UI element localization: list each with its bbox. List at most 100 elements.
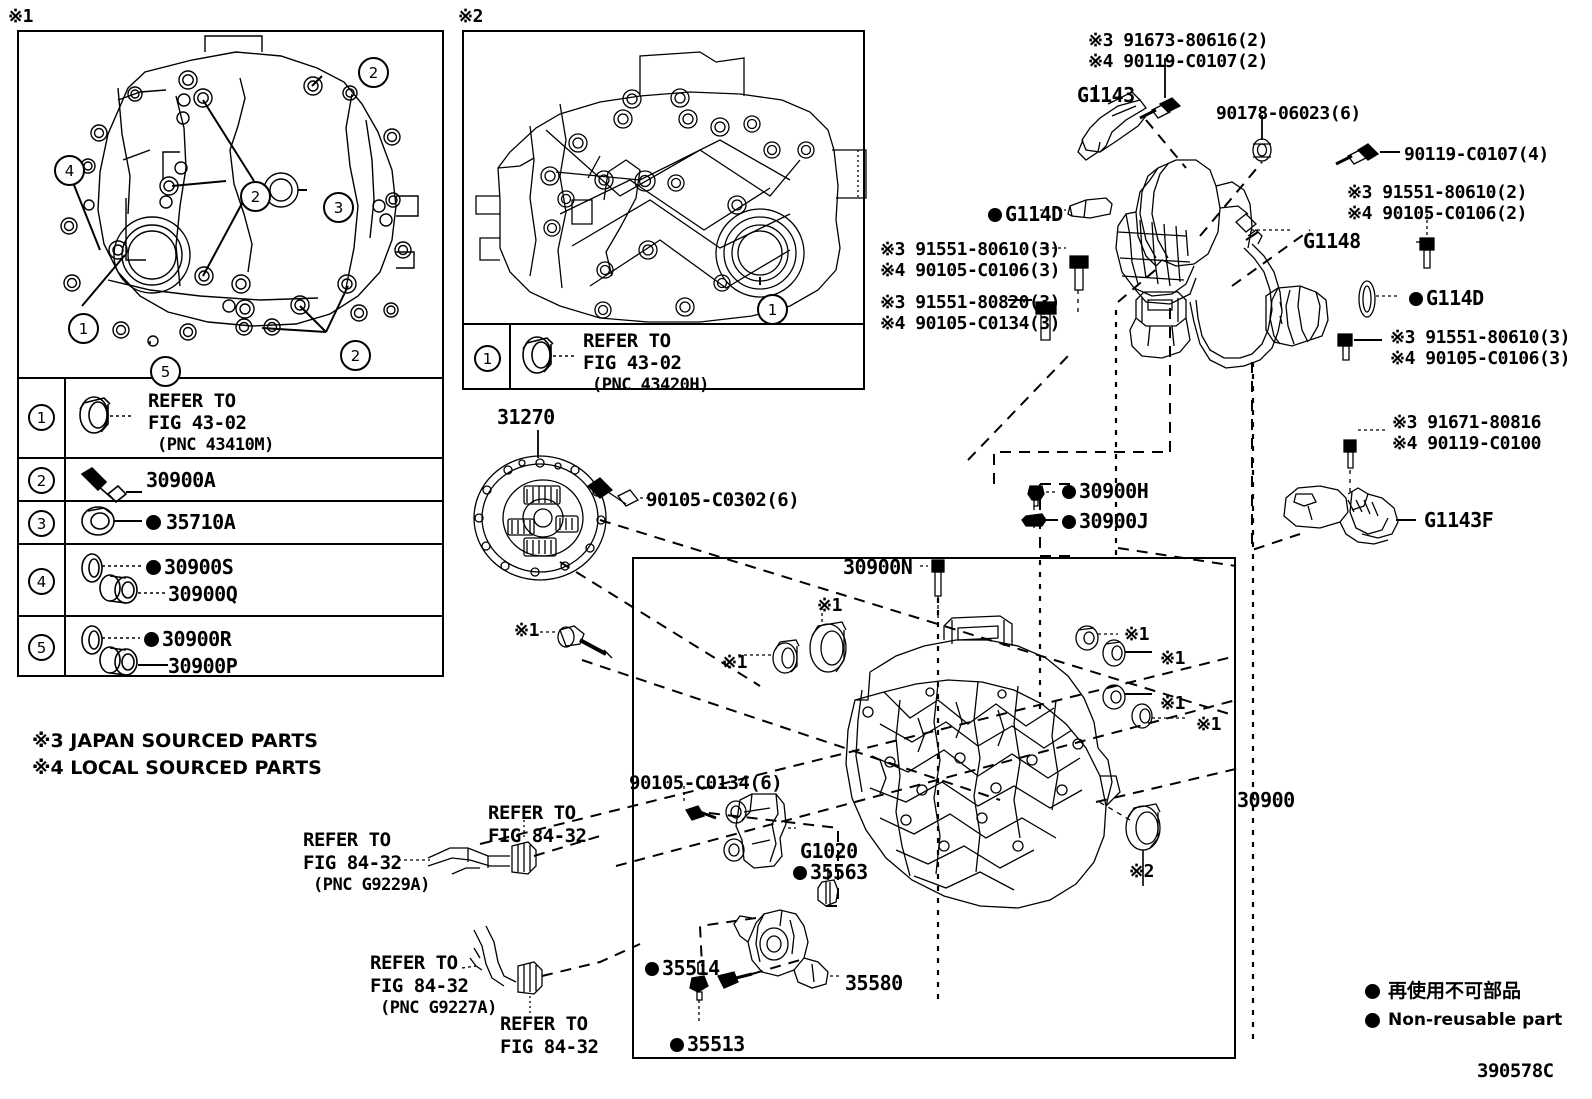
legend-text-4b: 30900Q bbox=[168, 582, 238, 606]
reuse-legend-japanese: 再使用不可部品 bbox=[1388, 980, 1522, 1002]
refer-fig-84-32-bottom-line2: FIG 84-32 bbox=[500, 1036, 599, 1058]
star1-marker-2: ※1 bbox=[722, 652, 747, 673]
star1-marker-4: ※1 bbox=[1124, 624, 1149, 645]
non-reusable-bullet bbox=[1062, 485, 1076, 499]
part-label-switch-35580: 35580 bbox=[845, 971, 903, 995]
inset2-table-top-divider bbox=[462, 323, 865, 325]
legend-index-4: 4 bbox=[28, 568, 55, 595]
refer-fig-84-32-hose-b-line3: (PNC G9227A) bbox=[380, 998, 497, 1018]
legend-text-2: 30900A bbox=[146, 468, 216, 492]
part-number-text: 30900H bbox=[1079, 479, 1149, 503]
refer-fig-84-32-hose-a-line2: FIG 84-32 bbox=[303, 852, 402, 874]
legend-index-3: 3 bbox=[28, 510, 55, 537]
refer-fig-84-32-hose-a-line1: REFER TO bbox=[303, 829, 391, 851]
legend-row-div-4 bbox=[17, 615, 444, 617]
refer-fig-84-32-hose-b-line2: FIG 84-32 bbox=[370, 975, 469, 997]
inset1-callout-2-1: 2 bbox=[358, 57, 389, 88]
legend-bullet-4 bbox=[146, 560, 161, 575]
inset1-callout-2-3: 2 bbox=[240, 181, 271, 212]
legend-index-1: 1 bbox=[28, 404, 55, 431]
part-label-gasket-35563: 35563 bbox=[793, 860, 868, 885]
part-label-lever-g1143: G1143 bbox=[1077, 83, 1135, 107]
part-label-bracket-g1020: G1020 bbox=[800, 839, 858, 863]
inset1-callout-3-4: 3 bbox=[323, 192, 354, 223]
part-label-gasket-35513: 35513 bbox=[670, 1032, 745, 1057]
legend-text-4a: 30900S bbox=[164, 555, 234, 579]
part-label-plug-30900h: 30900H bbox=[1062, 479, 1149, 504]
part-label-clutch-disc-31270: 31270 bbox=[497, 405, 555, 429]
legend-text-5a: 30900R bbox=[162, 627, 232, 651]
non-reusable-bullet bbox=[1062, 515, 1076, 529]
legend-text-1-line2: FIG 43-02 bbox=[148, 412, 247, 434]
part-label-bolt-90119-C0107-4: 90119-C0107(4) bbox=[1404, 144, 1549, 165]
legend-table bbox=[17, 377, 444, 677]
footnote-local-sourced: ※4 LOCAL SOURCED PARTS bbox=[32, 757, 322, 779]
refer-fig-84-32-top-line1: REFER TO bbox=[488, 802, 576, 824]
part-label-grommet-90178-06023: 90178-06023(6) bbox=[1216, 103, 1361, 124]
star1-marker-3: ※1 bbox=[817, 595, 842, 616]
inset2-table-col-divider bbox=[509, 323, 511, 390]
part-label-bolt-91551-80610-3: ※3 91551-80610(3) ※4 90105-C0106(3) bbox=[880, 239, 1060, 282]
inset1-callout-1-5: 1 bbox=[68, 313, 99, 344]
figure-number: 390578C bbox=[1477, 1060, 1554, 1082]
part-label-case-30900: 30900 bbox=[1237, 788, 1295, 812]
star2-marker: ※2 bbox=[1129, 861, 1154, 882]
inset2-box bbox=[462, 30, 865, 390]
refer-fig-84-32-hose-a-line3: (PNC G9229A) bbox=[313, 875, 430, 895]
legend-text-1-line1: REFER TO bbox=[148, 390, 236, 412]
part-number-text: G114D bbox=[1426, 286, 1484, 310]
legend-row-div-2 bbox=[17, 500, 444, 502]
inset2-text-line1: REFER TO bbox=[583, 330, 671, 352]
footnote-japan-sourced: ※3 JAPAN SOURCED PARTS bbox=[32, 730, 318, 752]
part-number-text: 35514 bbox=[662, 956, 720, 980]
legend-text-5b: 30900P bbox=[168, 654, 238, 678]
star1-marker-5: ※1 bbox=[1160, 648, 1185, 669]
star1-marker-1: ※1 bbox=[514, 620, 539, 641]
legend-row-div-3 bbox=[17, 543, 444, 545]
inset2-callout-1-1: 1 bbox=[757, 294, 788, 325]
non-reusable-bullet bbox=[1409, 292, 1423, 306]
inset2-text-line2: FIG 43-02 bbox=[583, 352, 682, 374]
part-label-bracket-g1143f: G1143F bbox=[1424, 508, 1494, 532]
inset1-callout-5-7: 5 bbox=[150, 356, 181, 387]
part-label-bolt-91671-80816: ※3 91671-80816 ※4 90119-C0100 bbox=[1392, 412, 1541, 455]
main-case-box bbox=[632, 557, 1236, 1059]
legend-index-2: 2 bbox=[28, 467, 55, 494]
part-number-text: 30900J bbox=[1079, 509, 1149, 533]
reuse-legend-bullet-jp bbox=[1365, 984, 1380, 999]
part-label-cable-g1148: G1148 bbox=[1303, 229, 1361, 253]
non-reusable-bullet bbox=[793, 866, 807, 880]
legend-bullet-3 bbox=[146, 515, 161, 530]
inset1-callout-4-2: 4 bbox=[54, 155, 85, 186]
legend-index-5: 5 bbox=[28, 634, 55, 661]
refer-fig-84-32-bottom-line1: REFER TO bbox=[500, 1013, 588, 1035]
part-label-bolt-91551-80610-2: ※3 91551-80610(2) ※4 90105-C0106(2) bbox=[1347, 182, 1527, 225]
part-label-bolt-90105-C0134-6: 90105-C0134(6) bbox=[629, 772, 783, 794]
part-label-bolt-91551-80610-3b: ※3 91551-80610(3) ※4 90105-C0106(3) bbox=[1390, 327, 1570, 370]
inset2-text-line3: (PNC 43420H) bbox=[592, 375, 709, 395]
part-label-bolt-30900n: 30900N bbox=[843, 555, 913, 579]
legend-row-div-1 bbox=[17, 457, 444, 459]
part-label-clip-g114d-left: G114D bbox=[988, 202, 1063, 227]
refer-fig-84-32-top-line2: FIG 84-32 bbox=[488, 825, 587, 847]
part-number-text: 35513 bbox=[687, 1032, 745, 1056]
part-label-clip-g114d-right: G114D bbox=[1409, 286, 1484, 311]
reuse-legend-english: Non-reusable part bbox=[1388, 1010, 1563, 1030]
legend-text-3: 35710A bbox=[166, 510, 236, 534]
legend-bullet-5 bbox=[144, 632, 159, 647]
inset1-tag: ※1 bbox=[8, 6, 33, 27]
inset2-tag: ※2 bbox=[458, 6, 483, 27]
part-label-plug-30900j: 30900J bbox=[1062, 509, 1149, 534]
non-reusable-bullet bbox=[988, 208, 1002, 222]
part-label-bolt-91551-80820-3: ※3 91551-80820(3) ※4 90105-C0134(3) bbox=[880, 292, 1060, 335]
star1-marker-7: ※1 bbox=[1196, 714, 1221, 735]
legend-table-col-divider bbox=[64, 377, 66, 677]
part-label-bolt-91673-80616: ※3 91673-80616(2) ※4 90119-C0107(2) bbox=[1088, 30, 1268, 73]
refer-fig-84-32-hose-b-line1: REFER TO bbox=[370, 952, 458, 974]
